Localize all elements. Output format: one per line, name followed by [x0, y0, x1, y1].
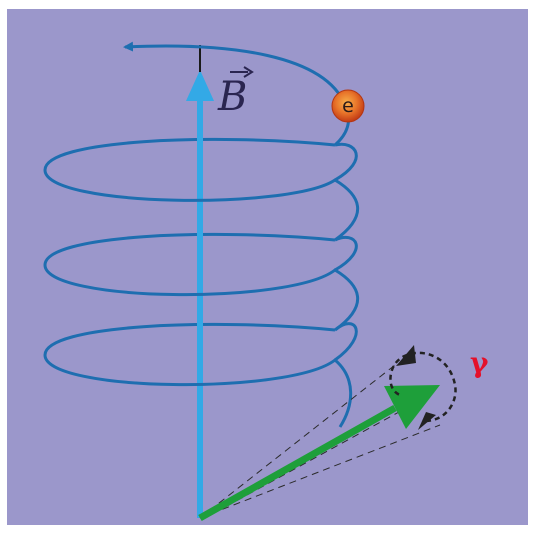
electron: e [332, 90, 364, 122]
background-panel [7, 9, 528, 525]
magnetic-field-label: B [217, 67, 252, 120]
photon-label: γ [470, 346, 489, 379]
electron-label: e [342, 95, 354, 117]
b-letter: B [217, 74, 247, 120]
